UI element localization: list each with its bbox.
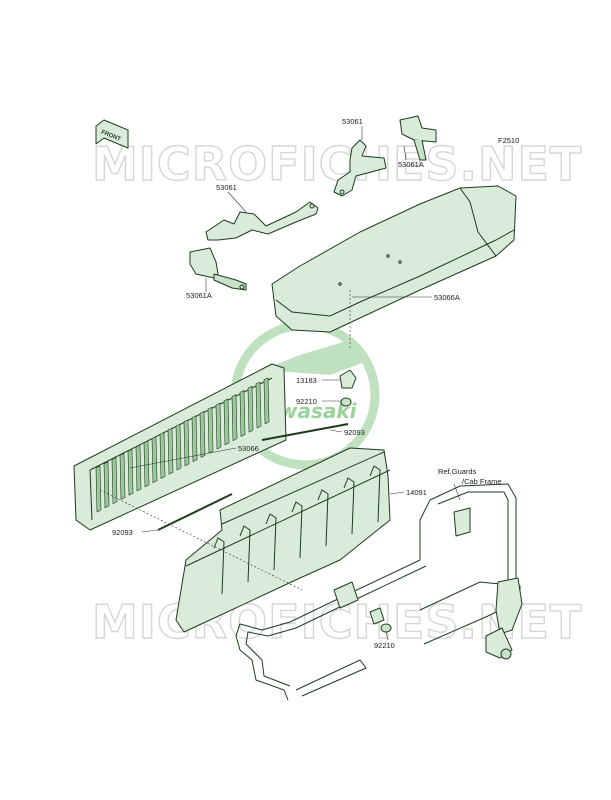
- bracket-53061a-top: [399, 115, 437, 161]
- clip-13183: [339, 369, 357, 389]
- panel-rib: [213, 537, 225, 595]
- label-92210-bottom: 92210: [374, 641, 395, 650]
- seat-back-53066: [73, 363, 287, 531]
- seat-back-slot: [167, 427, 174, 475]
- label-14091: 14091: [406, 488, 427, 497]
- ref-note-line2: /Cab Frame: [462, 477, 502, 486]
- seat-back-slot: [151, 436, 158, 484]
- label-53061-top: 53061: [342, 117, 363, 126]
- seat-back-slot: [111, 457, 118, 505]
- seat-back-slot: [95, 465, 102, 513]
- strap-53061-left: [205, 201, 319, 241]
- panel-rib: [343, 477, 355, 535]
- seat-back-slot: [199, 410, 206, 458]
- panel-rib: [239, 525, 251, 583]
- label-92210-top: 92210: [296, 397, 317, 406]
- seat-back-slot: [175, 423, 182, 471]
- ref-note-line1: Ref.Guards: [438, 467, 477, 476]
- seat-back-slot: [263, 377, 270, 425]
- seat-back-slot: [255, 381, 262, 429]
- cab-frame: [235, 483, 523, 701]
- panel-rib: [291, 501, 303, 559]
- label-53061a-top: 53061A: [398, 160, 424, 169]
- panel-rib: [369, 465, 381, 523]
- label-53066a: 53066A: [434, 293, 460, 302]
- seat-back-slot: [119, 452, 126, 500]
- seat-cushion-53066a: [271, 185, 517, 333]
- label-53061a-left: 53061A: [186, 291, 212, 300]
- seat-back-slot: [135, 444, 142, 492]
- figure-id: F2510: [498, 136, 519, 145]
- seat-back-slot: [183, 419, 190, 467]
- pin-92093-right: [261, 423, 349, 441]
- seat-back-slot: [239, 389, 246, 437]
- seat-back-slot: [159, 431, 166, 479]
- seat-back-slot: [247, 385, 254, 433]
- seat-back-slot: [223, 398, 230, 446]
- bracket-53061a-left: [189, 247, 247, 291]
- seat-back-slot: [143, 440, 150, 488]
- nut-92210-bottom: [380, 623, 392, 633]
- watermark-top: MICROFICHES.NET: [92, 137, 582, 191]
- label-53066: 53066: [238, 444, 259, 453]
- seat-back-slot: [103, 461, 110, 509]
- panel-rib: [317, 489, 329, 547]
- seat-back-slot: [215, 402, 222, 450]
- nut-92210-top: [340, 397, 352, 407]
- label-92093-left: 92093: [112, 528, 133, 537]
- strap-53061-top: [333, 139, 387, 197]
- back-panel-14091: [175, 447, 391, 633]
- label-53061-left: 53061: [216, 183, 237, 192]
- seat-back-slot: [207, 406, 214, 454]
- label-92093-right: 92093: [344, 428, 365, 437]
- seat-back-slot: [231, 394, 238, 442]
- front-arrow-icon: FRONT: [95, 119, 129, 149]
- seat-back-slot: [191, 415, 198, 463]
- seat-back-slot: [127, 448, 134, 496]
- pin-92093-left: [157, 493, 233, 531]
- panel-rib: [265, 513, 277, 571]
- label-13183: 13183: [296, 376, 317, 385]
